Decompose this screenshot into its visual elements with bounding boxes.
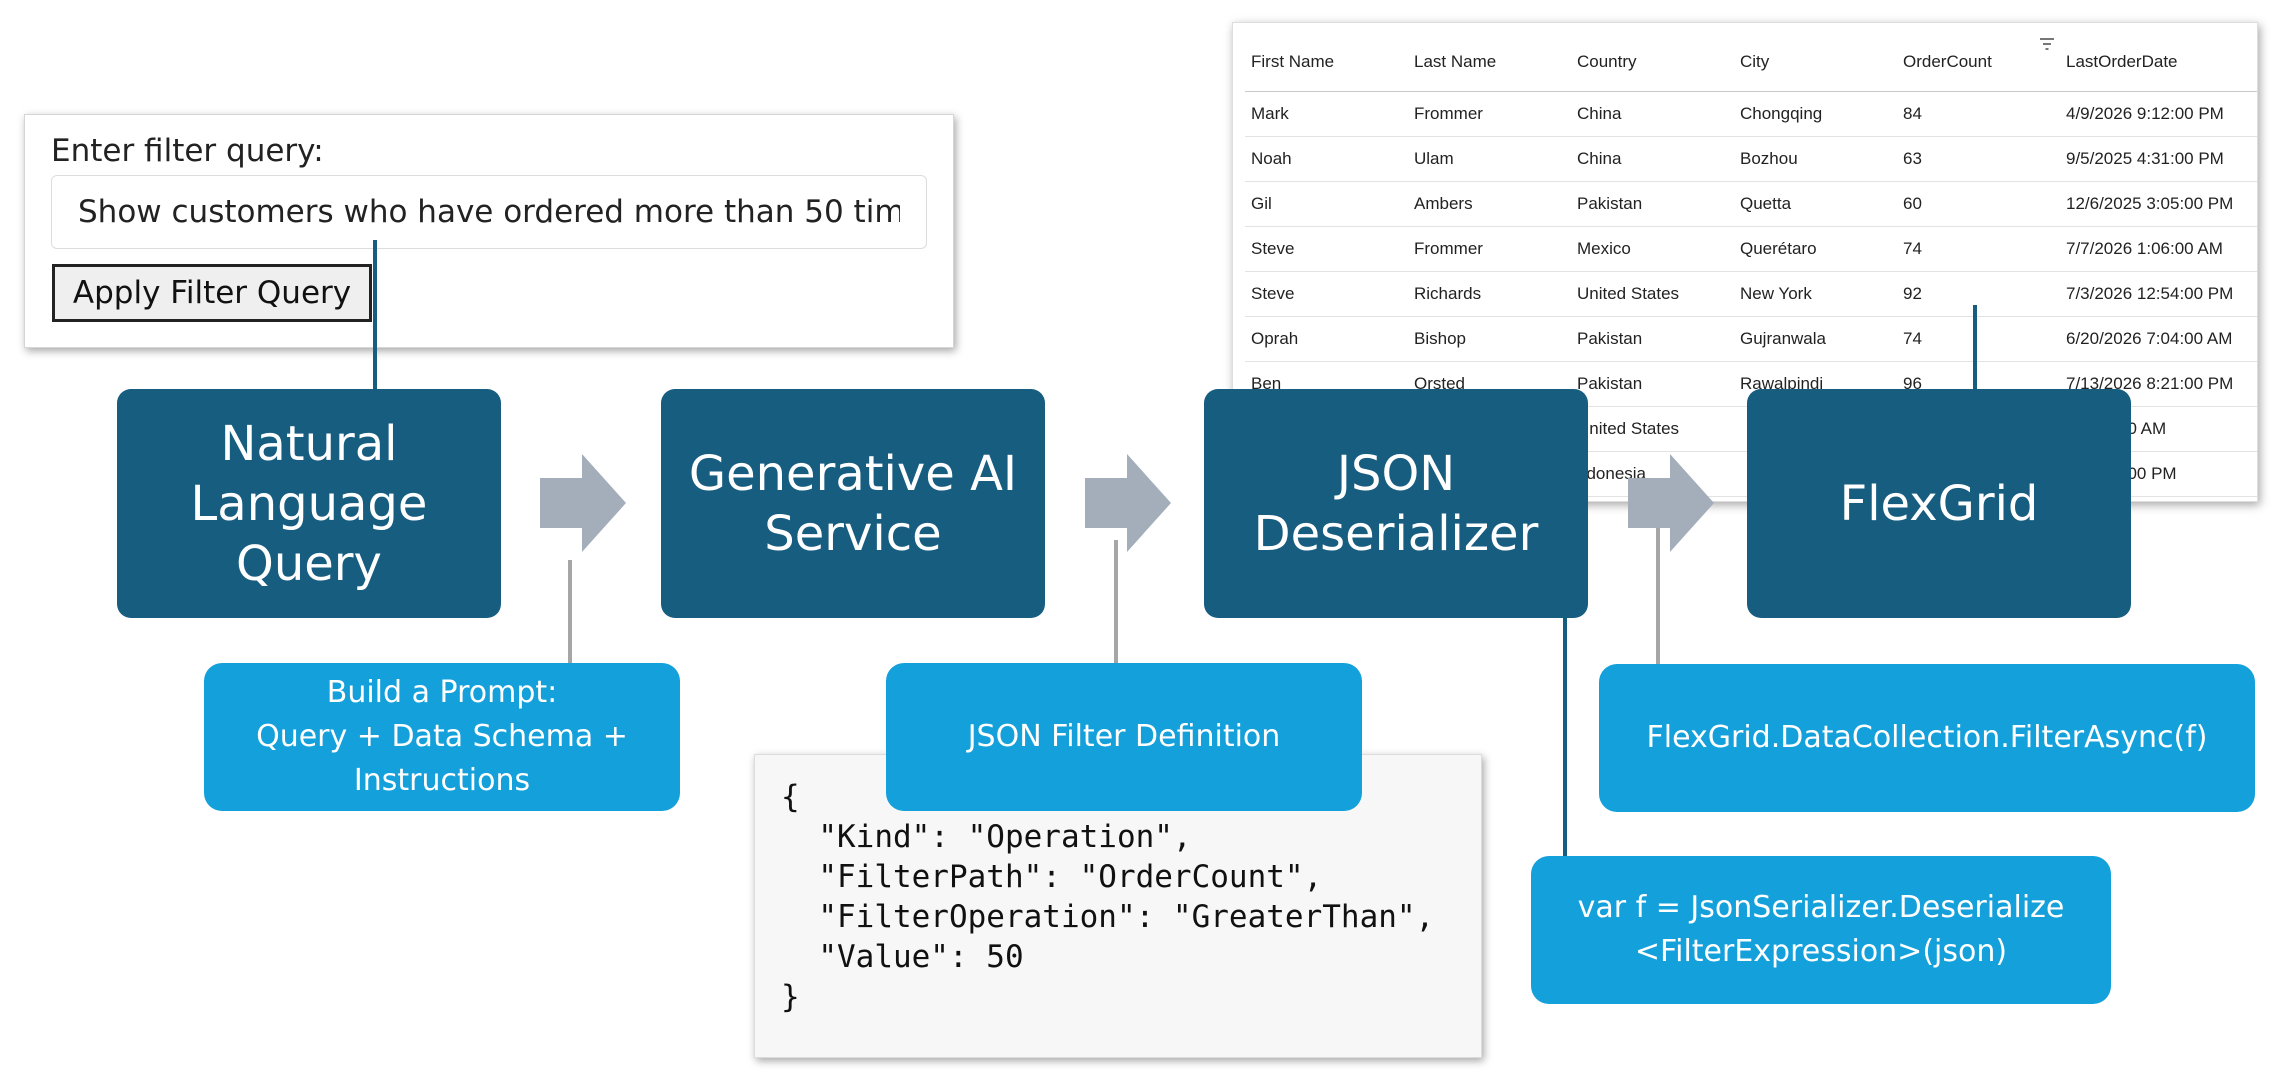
table-cell: Gujranwala [1734, 316, 1897, 362]
column-header-lastorderdate[interactable]: LastOrderDate [2060, 33, 2257, 92]
table-cell: Pakistan [1571, 181, 1734, 227]
info-line: Instructions [353, 763, 531, 798]
arrow-right-icon [1628, 454, 1714, 552]
info-build-prompt: Build a Prompt: Query + Data Schema + In… [204, 663, 680, 811]
table-cell: Chongqing [1734, 91, 1897, 137]
info-deserialize: var f = JsonSerializer.Deserialize <Filt… [1531, 856, 2111, 1004]
info-filterasync: FlexGrid.DataCollection.FilterAsync(f) [1599, 664, 2255, 812]
filter-query-panel: Enter filter query: Apply Filter Query [24, 114, 954, 348]
table-cell: 7/3/2026 12:54:00 PM [2060, 271, 2257, 317]
table-cell: Ambers [1408, 181, 1571, 227]
table-cell: 84 [1897, 91, 2060, 137]
table-cell: 74 [1897, 316, 2060, 362]
info-text: FlexGrid.DataCollection.FilterAsync(f) [1646, 720, 2208, 755]
table-cell: New York [1734, 271, 1897, 317]
filter-query-label: Enter filter query: [51, 133, 324, 169]
arrow-right-icon [540, 454, 626, 552]
column-header-city[interactable]: City [1734, 33, 1897, 92]
info-json-filter-definition: JSON Filter Definition [886, 663, 1362, 811]
table-cell: Bozhou [1734, 136, 1897, 182]
table-cell: 74 [1897, 226, 2060, 272]
table-cell: Bishop [1408, 316, 1571, 362]
table-cell: Quetta [1734, 181, 1897, 227]
apply-filter-query-button[interactable]: Apply Filter Query [52, 264, 372, 322]
column-header-country[interactable]: Country [1571, 33, 1734, 92]
info-text: JSON Filter Definition [967, 719, 1281, 754]
table-cell: Pakistan [1571, 316, 1734, 362]
json-filter-code: { "Kind": "Operation", "FilterPath": "Or… [781, 779, 1435, 1015]
table-cell: Frommer [1408, 226, 1571, 272]
arrow-right-icon [1085, 454, 1171, 552]
table-cell: 6/20/2026 7:04:00 AM [2060, 316, 2257, 362]
table-cell: China [1571, 91, 1734, 137]
table-cell: China [1571, 136, 1734, 182]
table-cell: Steve [1245, 226, 1408, 272]
table-cell: 92 [1897, 271, 2060, 317]
table-cell: 60 [1897, 181, 2060, 227]
table-cell: Gil [1245, 181, 1408, 227]
info-line: Build a Prompt: [326, 675, 558, 710]
column-header-first-name[interactable]: First Name [1245, 33, 1408, 92]
step-label: FlexGrid [1839, 475, 2039, 532]
column-header-last-name[interactable]: Last Name [1408, 33, 1571, 92]
table-cell: Richards [1408, 271, 1571, 317]
table-cell: 4/9/2026 9:12:00 PM [2060, 91, 2257, 137]
table-cell: Mexico [1571, 226, 1734, 272]
info-line: Query + Data Schema + [256, 719, 628, 754]
grid-header-row: First Name Last Name Country City OrderC… [1245, 33, 2257, 92]
table-cell: 12/6/2025 3:05:00 PM [2060, 181, 2257, 227]
table-cell: Querétaro [1734, 226, 1897, 272]
table-cell: Mark [1245, 91, 1408, 137]
column-header-ordercount[interactable]: OrderCount [1897, 33, 2060, 92]
table-cell: United States [1571, 406, 1734, 452]
table-cell: Oprah [1245, 316, 1408, 362]
filter-icon[interactable] [2039, 37, 2055, 51]
table-cell: Frommer [1408, 91, 1571, 137]
info-line: <FilterExpression>(json) [1634, 934, 2008, 969]
step-flexgrid: FlexGrid [1747, 389, 2131, 618]
table-cell: Noah [1245, 136, 1408, 182]
table-cell: United States [1571, 271, 1734, 317]
table-cell: Pakistan [1571, 361, 1734, 407]
table-cell: 9/5/2025 4:31:00 PM [2060, 136, 2257, 182]
table-cell: Steve [1245, 271, 1408, 317]
table-cell: 63 [1897, 136, 2060, 182]
filter-query-input[interactable] [51, 175, 927, 249]
info-line: var f = JsonSerializer.Deserialize [1577, 890, 2065, 925]
table-cell: 7/7/2026 1:06:00 AM [2060, 226, 2257, 272]
table-cell: Ulam [1408, 136, 1571, 182]
